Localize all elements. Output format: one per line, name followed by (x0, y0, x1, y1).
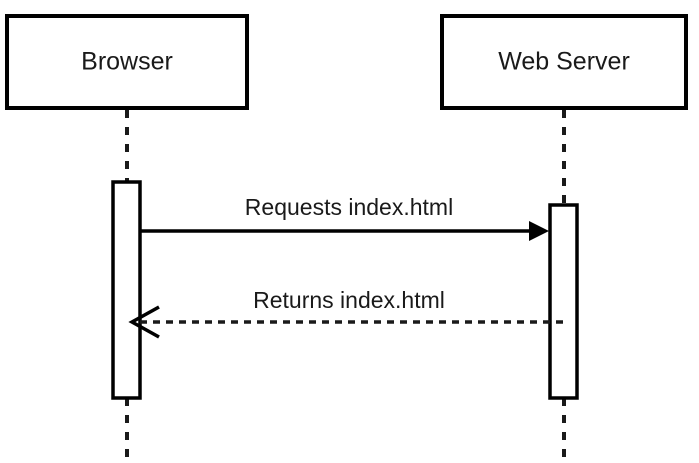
participant-browser-box (5, 14, 249, 110)
message-request-arrowhead-icon (529, 221, 549, 241)
participant-browser[interactable]: Browser (5, 14, 249, 110)
participant-web-server-label: Web Server (498, 48, 630, 76)
participant-web-server[interactable]: Web Server (440, 14, 688, 110)
message-response-arrowhead-icon (128, 305, 160, 339)
activation-bar-web-server (548, 203, 579, 400)
message-response[interactable]: Returns index.html (128, 287, 563, 339)
participant-browser-label: Browser (81, 48, 173, 76)
message-response-label: Returns index.html (253, 287, 445, 313)
message-request-label: Requests index.html (245, 194, 453, 220)
activation-bar-browser (111, 180, 142, 400)
participant-web-server-box (440, 14, 688, 110)
message-request[interactable]: Requests index.html (141, 194, 549, 241)
